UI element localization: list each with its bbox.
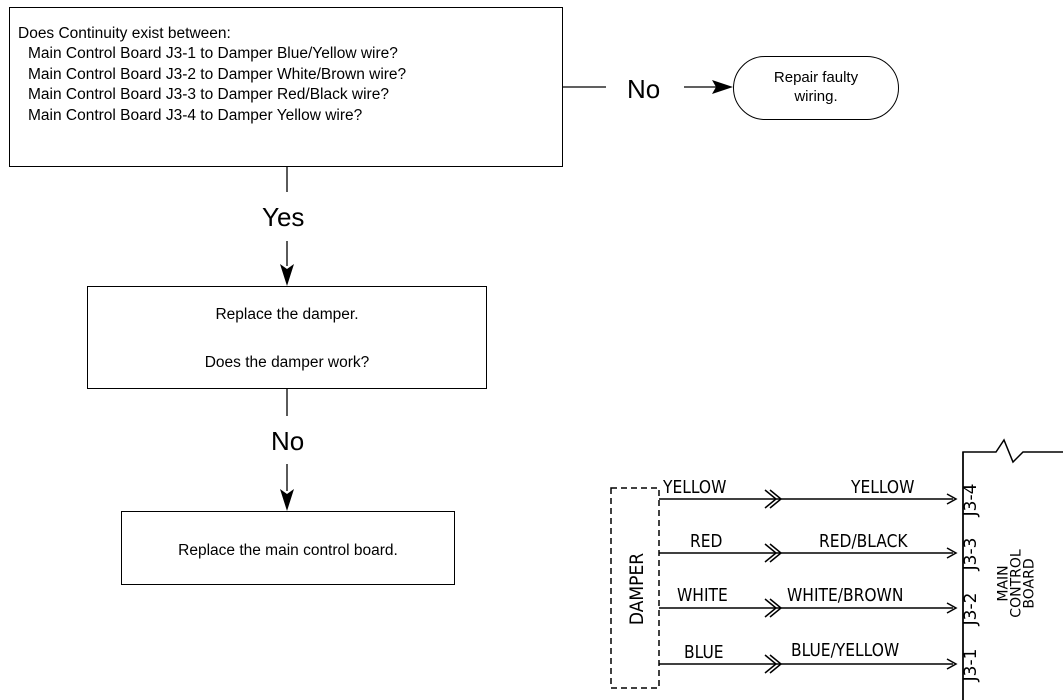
wire-2-right-label: RED/BLACK [819, 531, 908, 552]
damper-label: DAMPER [626, 552, 648, 626]
arrowhead-to-action [280, 489, 294, 511]
damper-box [610, 487, 660, 689]
question2-line-2: Does the damper work? [204, 354, 370, 371]
wire-1-left-label: YELLOW [663, 477, 727, 498]
wire-4-right-label: BLUE/YELLOW [791, 640, 900, 661]
wire-3-right-label: WHITE/BROWN [787, 585, 904, 606]
arrowhead-to-terminal [712, 80, 733, 94]
arrowhead-to-question2 [280, 264, 294, 286]
no-label-1: No [627, 74, 661, 104]
action-box-replace-board: Replace the main control board. [121, 511, 455, 585]
pin-label-j3-1: J3-1 [961, 648, 981, 682]
question-box-continuity: Does Continuity exist between: Main Cont… [9, 7, 563, 167]
wire-2 [659, 543, 958, 563]
question1-line-2: Main Control Board J3-2 to Damper White/… [28, 65, 407, 83]
yes-label: Yes [262, 202, 305, 232]
terminal-line-2: wiring. [794, 88, 838, 105]
action-text: Replace the main control board. [178, 542, 398, 559]
board-label-line-3: BOARD [1021, 558, 1038, 609]
wire-2-left-label: RED [690, 531, 723, 552]
wire-3 [659, 598, 958, 618]
wire-1 [659, 489, 958, 509]
question2-line-1: Replace the damper. [215, 306, 359, 323]
pin-label-j3-3: J3-3 [961, 537, 981, 571]
question1-title: Does Continuity exist between: [18, 25, 231, 42]
terminal-line-1: Repair faulty [773, 69, 859, 86]
question1-line-1: Main Control Board J3-1 to Damper Blue/Y… [28, 45, 398, 63]
board-label: MAIN CONTROL BOARD [996, 544, 1038, 624]
wire-4-left-label: BLUE [684, 642, 724, 663]
question1-line-3: Main Control Board J3-3 to Damper Red/Bl… [28, 86, 389, 104]
wire-1-right-label: YELLOW [851, 477, 915, 498]
no-label-2: No [271, 426, 305, 456]
question-box-replace-damper: Replace the damper. Does the damper work… [87, 286, 487, 389]
pin-label-j3-2: J3-2 [961, 592, 981, 626]
wire-4 [659, 654, 958, 674]
wire-3-left-label: WHITE [677, 585, 728, 606]
terminal-repair-wiring: Repair faulty wiring. [733, 56, 899, 120]
pin-label-j3-4: J3-4 [961, 483, 981, 517]
question1-line-4: Main Control Board J3-4 to Damper Yellow… [28, 106, 363, 124]
